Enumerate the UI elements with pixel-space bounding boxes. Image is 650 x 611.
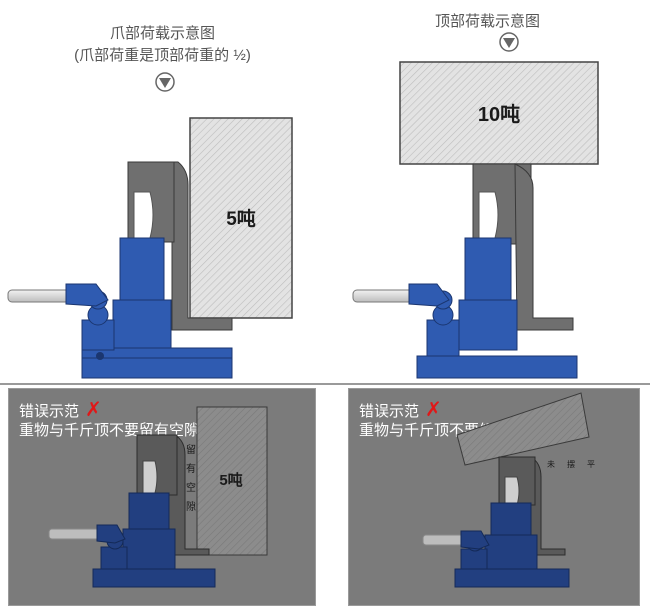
error-tilt-title: 错误示范✗ [359, 399, 442, 421]
tilt-annotation: 未摆平 [547, 460, 595, 469]
top-load-block [399, 61, 599, 165]
gap-load-label: 5吨 [219, 471, 242, 489]
error-cross-icon: ✗ [425, 399, 442, 421]
down-arrow-circle-icon [499, 32, 519, 52]
top-caption-title: 顶部荷载示意图 [434, 13, 540, 30]
top-load-illustration: 10吨 [352, 32, 599, 379]
gap-annotation: 留 有 空 隙 [186, 445, 196, 513]
top-load-diagram: 顶部荷载示意图 10吨 [325, 0, 650, 385]
error-cross-icon: ✗ [85, 399, 102, 421]
claw-load-block [189, 117, 293, 319]
claw-caption-title: 爪部荷载示意图 [109, 25, 215, 42]
error-gap-title: 错误示范✗ [19, 399, 102, 421]
error-gap-panel: 错误示范✗ 重物与千斤顶不要留有空隙 5吨 留 有 空 隙 [8, 388, 316, 606]
claw-load-label: 5吨 [226, 207, 256, 230]
error-tilt-panel: 错误示范✗ 重物与千斤顶不要倾斜 未摆平 [348, 388, 640, 606]
down-arrow-circle-icon [155, 72, 175, 92]
error-tilt-illustration [422, 392, 590, 588]
claw-load-diagram: 爪部荷载示意图 (爪部荷重是顶部荷重的 ½) 5吨 [0, 0, 325, 385]
claw-caption-note: (爪部荷重是顶部荷重的 ½) [74, 47, 251, 64]
top-load-label: 10吨 [478, 102, 520, 126]
claw-load-illustration: 5吨 [7, 72, 293, 379]
error-gap-illustration: 5吨 [48, 406, 268, 588]
